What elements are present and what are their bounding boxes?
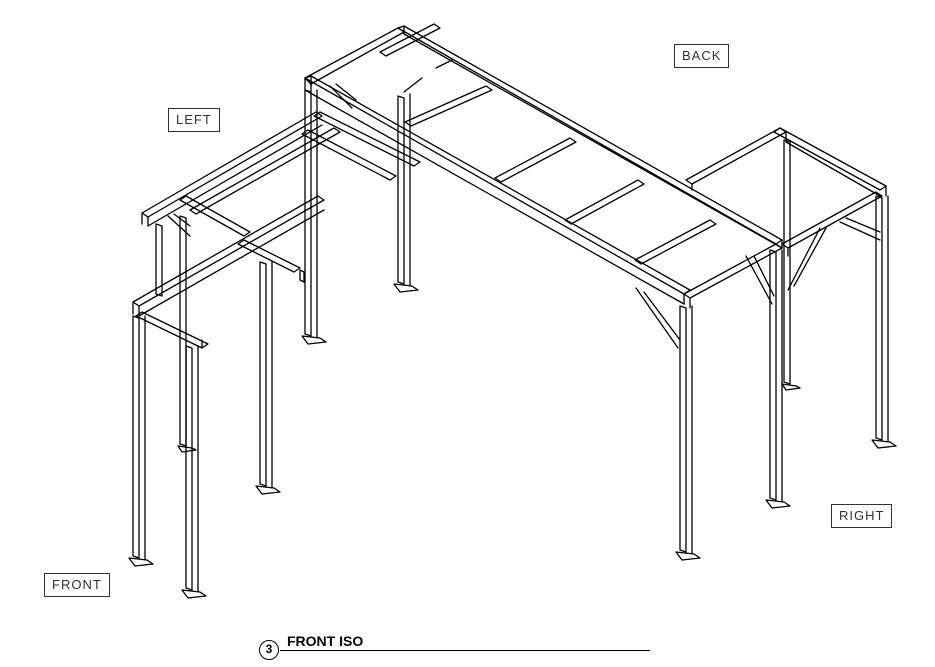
main-platform-beams <box>304 23 783 309</box>
columns <box>128 89 897 599</box>
diagonal-braces <box>329 83 881 349</box>
view-label-right: RIGHT <box>831 504 893 528</box>
view-title-underline <box>280 650 650 651</box>
view-number-bubble: 3 <box>259 640 279 660</box>
view-title: FRONT ISO <box>287 633 364 649</box>
view-label-left: LEFT <box>168 108 220 132</box>
view-label-back: BACK <box>674 44 730 68</box>
left-wing-beams <box>132 111 421 349</box>
right-wing-beams <box>685 127 887 257</box>
view-label-front: FRONT <box>44 573 110 597</box>
